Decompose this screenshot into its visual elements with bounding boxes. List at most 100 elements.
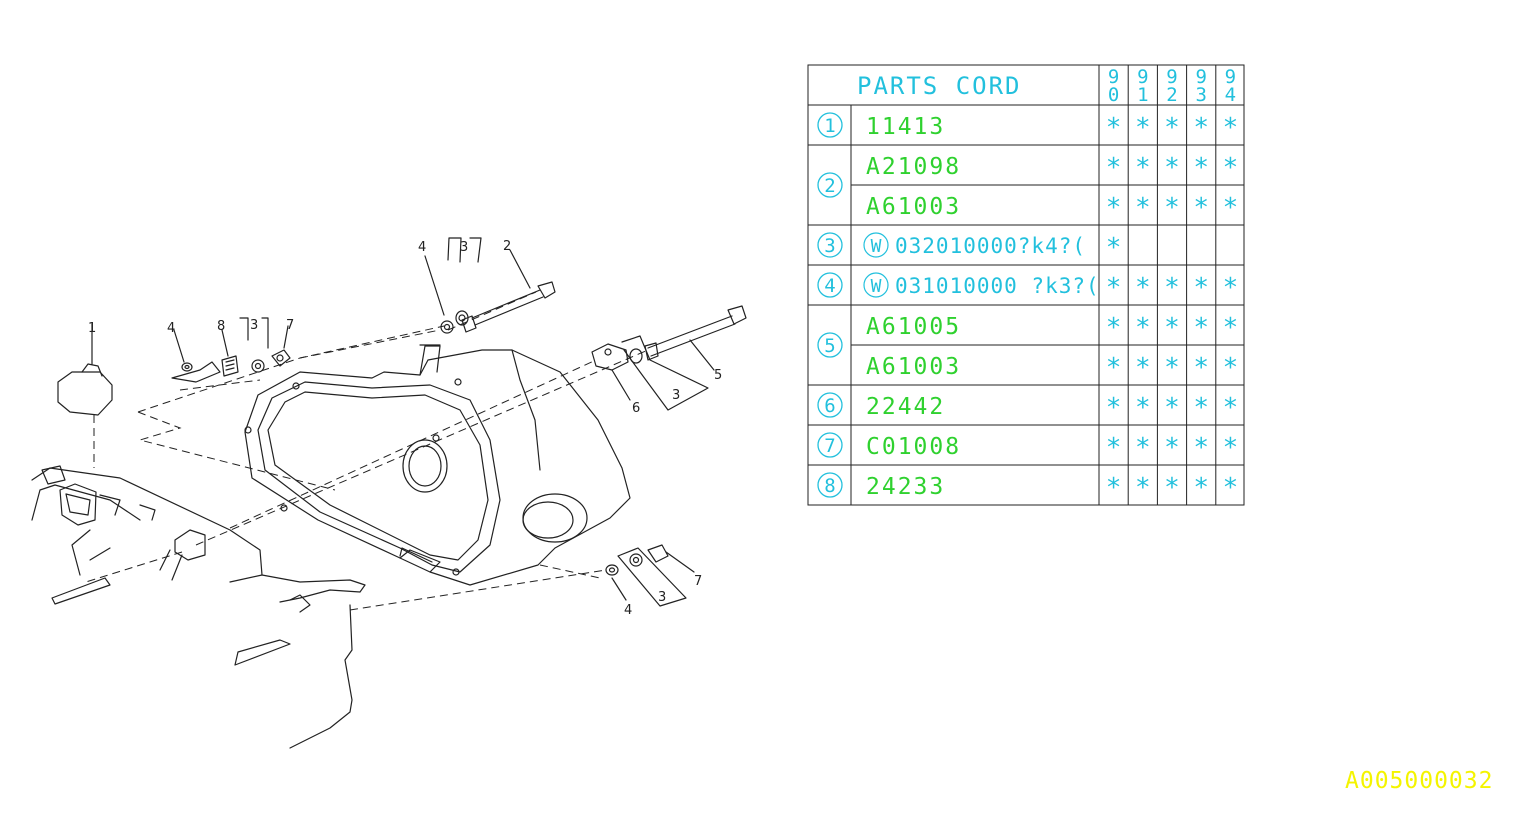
applicability-mark: * — [1135, 433, 1151, 463]
washer-symbol: W — [871, 276, 882, 297]
washer-symbol: W — [871, 236, 882, 257]
year-digit: 9 — [1137, 66, 1148, 88]
ref-number-circle — [817, 392, 843, 418]
applicability-mark: * — [1135, 193, 1151, 223]
part-code: 24233 — [866, 474, 945, 500]
applicability-mark: * — [1135, 273, 1151, 303]
applicability-mark: * — [1193, 433, 1209, 463]
year-digit: 9 — [1108, 66, 1119, 88]
applicability-mark: * — [1135, 113, 1151, 143]
part-code: 11413 — [866, 114, 945, 140]
applicability-mark: * — [1106, 113, 1122, 143]
applicability-mark: * — [1193, 273, 1209, 303]
applicability-mark: * — [1106, 393, 1122, 423]
applicability-mark: * — [1106, 193, 1122, 223]
applicability-mark: * — [1223, 353, 1239, 383]
ref-number: 2 — [824, 175, 835, 197]
washer-symbol-circle — [863, 272, 889, 298]
applicability-mark: * — [1223, 433, 1239, 463]
applicability-mark: * — [1106, 233, 1122, 263]
applicability-mark: * — [1135, 313, 1151, 343]
applicability-mark: * — [1135, 393, 1151, 423]
applicability-mark: * — [1106, 353, 1122, 383]
applicability-mark: * — [1223, 473, 1239, 503]
applicability-mark: * — [1223, 273, 1239, 303]
part-1-mount — [57, 371, 113, 416]
ref-number-circle — [817, 232, 843, 258]
part-6-bracket — [591, 343, 629, 371]
applicability-mark: * — [1164, 353, 1180, 383]
callout-8: 8 — [217, 319, 225, 334]
applicability-mark: * — [1135, 353, 1151, 383]
part-5-bolt — [647, 315, 733, 349]
ref-number-circle — [817, 172, 843, 198]
ref-number-circle — [817, 472, 843, 498]
applicability-mark: * — [1193, 313, 1209, 343]
ref-number: 3 — [824, 235, 835, 257]
applicability-mark: * — [1193, 193, 1209, 223]
timing-belt-cover — [244, 349, 631, 586]
ref-number: 4 — [824, 275, 835, 297]
part-code: A61003 — [866, 194, 961, 220]
ref-number: 6 — [824, 395, 835, 417]
cam-opening — [402, 439, 448, 493]
applicability-mark: * — [1223, 113, 1239, 143]
callout-7: 7 — [694, 574, 702, 589]
part-code: 22442 — [866, 394, 945, 420]
year-digit: 9 — [1166, 66, 1177, 88]
ref-number-circle — [817, 112, 843, 138]
applicability-mark: * — [1164, 193, 1180, 223]
callout-4: 4 — [624, 603, 632, 618]
applicability-mark: * — [1164, 273, 1180, 303]
applicability-mark: * — [1106, 313, 1122, 343]
ref-number-circle — [817, 332, 843, 358]
table-header: PARTS CORD — [857, 72, 1022, 100]
year-digit: 4 — [1225, 84, 1236, 106]
applicability-mark: * — [1164, 473, 1180, 503]
part-code: 032010000?k4?( — [895, 234, 1086, 258]
applicability-mark: * — [1193, 153, 1209, 183]
applicability-mark: * — [1106, 153, 1122, 183]
year-digit: 1 — [1137, 84, 1148, 106]
callout-3: 3 — [672, 388, 680, 403]
applicability-mark: * — [1106, 273, 1122, 303]
year-digit: 9 — [1225, 66, 1236, 88]
applicability-mark: * — [1193, 473, 1209, 503]
callout-3: 3 — [250, 318, 258, 333]
ref-number: 5 — [824, 335, 835, 357]
washer-symbol-circle — [863, 232, 889, 258]
part-2-bolt — [471, 289, 541, 319]
ref-number-circle — [817, 272, 843, 298]
applicability-mark: * — [1164, 433, 1180, 463]
applicability-mark: * — [1164, 393, 1180, 423]
callout-2: 2 — [503, 239, 511, 254]
applicability-mark: * — [1223, 313, 1239, 343]
applicability-mark: * — [1223, 193, 1239, 223]
part-code: A61003 — [866, 354, 961, 380]
applicability-mark: * — [1223, 393, 1239, 423]
callout-3: 3 — [460, 240, 468, 255]
callout-1: 1 — [88, 321, 96, 336]
year-digit: 2 — [1166, 84, 1177, 106]
year-digit: 3 — [1195, 84, 1206, 106]
callout-7: 7 — [286, 318, 294, 333]
year-digit: 9 — [1195, 66, 1206, 88]
callout-4: 4 — [418, 240, 426, 255]
catalog-code: A005000032 — [1345, 768, 1494, 794]
applicability-mark: * — [1106, 473, 1122, 503]
callout-6: 6 — [632, 401, 640, 416]
ref-number-circle — [817, 432, 843, 458]
applicability-mark: * — [1164, 113, 1180, 143]
part-code: C01008 — [866, 434, 961, 460]
applicability-mark: * — [1106, 433, 1122, 463]
applicability-mark: * — [1193, 353, 1209, 383]
applicability-mark: * — [1135, 153, 1151, 183]
applicability-mark: * — [1193, 113, 1209, 143]
applicability-mark: * — [1135, 473, 1151, 503]
callout-5: 5 — [714, 368, 722, 383]
ref-number: 7 — [824, 435, 835, 457]
applicability-mark: * — [1164, 153, 1180, 183]
applicability-mark: * — [1223, 153, 1239, 183]
part-code: A21098 — [866, 154, 961, 180]
